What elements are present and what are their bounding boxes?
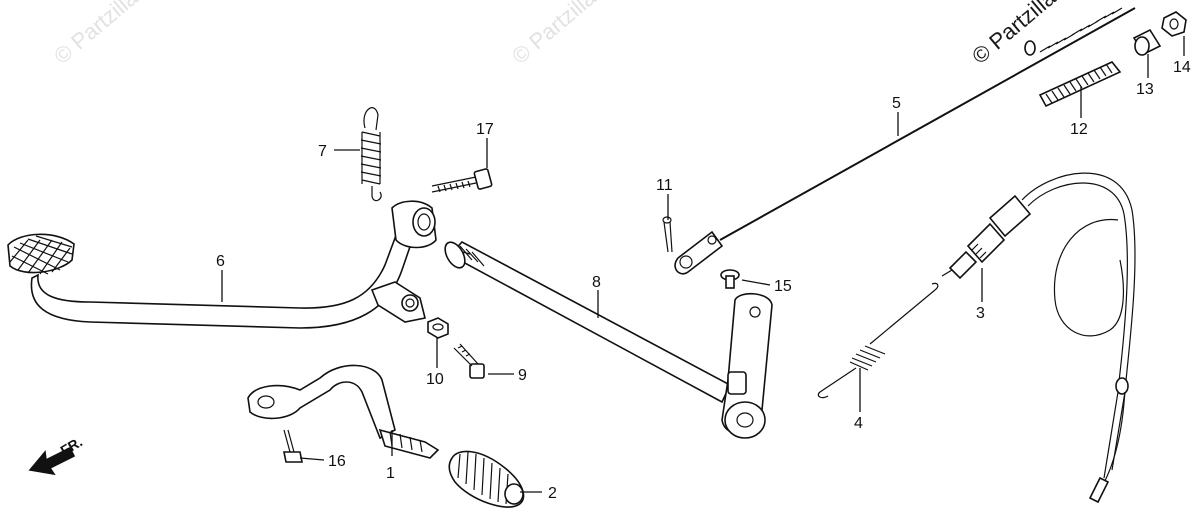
- pedal-pivot-boss: [391, 200, 437, 249]
- rod-spring[interactable]: [1038, 61, 1122, 108]
- callout-16: 16: [328, 453, 346, 470]
- footpeg-rubber[interactable]: [448, 450, 525, 508]
- callout-15: 15: [774, 278, 792, 295]
- callout-14: 14: [1173, 59, 1191, 76]
- pedal-bracket: [370, 281, 426, 323]
- cotter-pin[interactable]: [662, 216, 673, 253]
- callout-5: 5: [892, 95, 901, 112]
- callout-12: 12: [1070, 121, 1088, 138]
- nut[interactable]: [427, 317, 449, 339]
- brake-pedal-arm[interactable]: [7, 200, 437, 329]
- shaft-arm: [721, 292, 773, 439]
- step-bar[interactable]: [247, 364, 440, 459]
- callout-1: 1: [386, 465, 395, 482]
- callout-8: 8: [592, 274, 601, 291]
- callout-13: 13: [1136, 81, 1154, 98]
- callout-7: 7: [318, 143, 327, 160]
- bracket-bolt[interactable]: [453, 343, 485, 379]
- callout-11: 11: [656, 177, 673, 194]
- switch-spring[interactable]: [817, 282, 939, 399]
- callout-17: 17: [476, 121, 494, 138]
- pedal-bolt[interactable]: [431, 168, 493, 193]
- adjusting-nut[interactable]: [1161, 11, 1187, 37]
- rod-joint: [674, 230, 724, 275]
- watermark-left: © Partzilla.com: [49, 0, 179, 69]
- callout-4: 4: [854, 415, 863, 432]
- front-direction-indicator: FR.: [28, 433, 85, 476]
- brake-shaft[interactable]: [441, 239, 773, 439]
- return-spring[interactable]: [360, 107, 382, 202]
- callout-10: 10: [426, 371, 444, 388]
- pedal-pad: [7, 233, 75, 275]
- brake-light-switch[interactable]: [941, 172, 1136, 504]
- callout-numbers: 1 2 3 4 5 6 7 8 9 10 11 12 13 14 15 16 1…: [216, 59, 1191, 502]
- rod-joint-collar[interactable]: [1132, 28, 1162, 56]
- callout-9: 9: [518, 367, 527, 384]
- watermark-right: © Partzilla.com: [967, 0, 1097, 69]
- small-bolt[interactable]: [283, 429, 303, 463]
- brake-rod[interactable]: [674, 7, 1136, 275]
- clevis-pin[interactable]: [720, 269, 740, 289]
- watermark-center: © Partzilla.com: [507, 0, 637, 69]
- front-arrow-icon: [28, 446, 76, 476]
- callout-6: 6: [216, 253, 225, 270]
- callout-3: 3: [976, 305, 985, 322]
- callout-2: 2: [548, 485, 557, 502]
- leader-lines: [221, 36, 1185, 493]
